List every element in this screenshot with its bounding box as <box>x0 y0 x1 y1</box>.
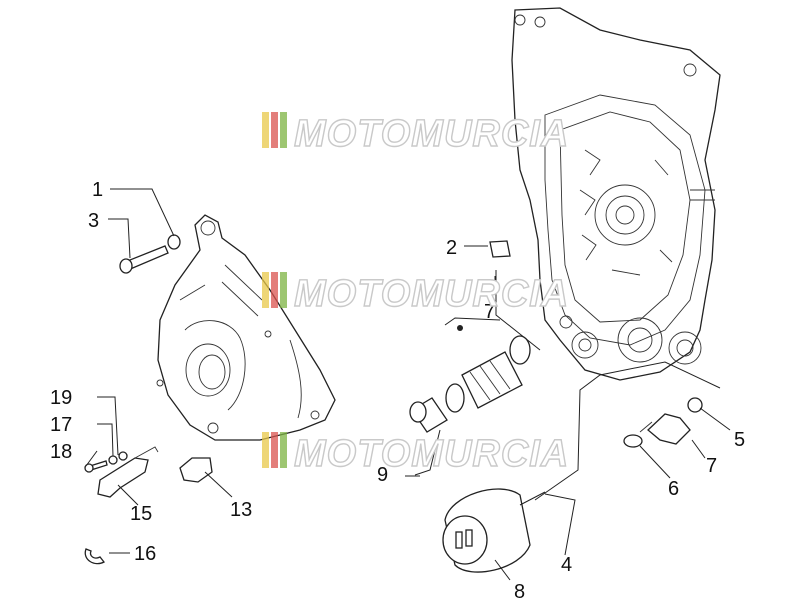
callout-4: 4 <box>561 554 572 576</box>
washer <box>167 234 181 250</box>
callout-6: 6 <box>668 478 679 500</box>
callout-3: 3 <box>88 210 99 232</box>
callout-15: 15 <box>130 503 152 525</box>
watermark-top: MOTOMURCIA <box>262 112 569 156</box>
callout-13: 13 <box>230 499 252 521</box>
watermark-bottom: MOTOMURCIA <box>262 432 569 476</box>
mounting-bolt <box>119 245 169 274</box>
nut <box>118 451 128 461</box>
callout-18: 18 <box>50 441 72 463</box>
leader-lines <box>85 188 731 581</box>
svg-text:MOTOMURCIA: MOTOMURCIA <box>294 113 569 155</box>
bullet-dot <box>457 325 463 331</box>
drain-plug <box>409 397 448 433</box>
watermark-middle: MOTOMURCIA <box>262 272 569 316</box>
svg-text:MOTOMURCIA: MOTOMURCIA <box>294 433 569 475</box>
dowel-pin <box>489 240 511 258</box>
sealing-washer <box>687 397 703 413</box>
clip-bracket <box>97 446 159 498</box>
oil-filter-cartridge <box>442 488 531 573</box>
callout-19: 19 <box>50 387 72 409</box>
filter-thread <box>519 491 546 506</box>
callout-5: 5 <box>734 429 745 451</box>
callout-1: 1 <box>92 179 103 201</box>
callout-7: 7 <box>706 455 717 477</box>
spring-washer <box>108 455 118 465</box>
o-ring-large <box>509 335 531 365</box>
pressure-sensor <box>639 413 691 445</box>
o-ring-small <box>445 383 465 413</box>
flywheel-cover <box>156 214 336 441</box>
circlip <box>84 548 105 565</box>
small-screw <box>84 460 108 473</box>
oil-filter-screen <box>461 351 523 409</box>
callout-14: 7 <box>484 301 495 323</box>
svg-text:MOTOMURCIA: MOTOMURCIA <box>294 273 569 315</box>
callout-labels: 1 3 2 7 9 13 19 17 18 15 16 5 7 6 4 8 <box>50 179 745 600</box>
hose-clamp <box>623 434 643 448</box>
callout-9: 9 <box>377 464 388 486</box>
callout-16: 16 <box>134 543 156 565</box>
callout-2: 2 <box>446 237 457 259</box>
callout-8: 8 <box>514 581 525 600</box>
callout-17: 17 <box>50 414 72 436</box>
rubber-pad <box>179 457 213 483</box>
crankcase-housing <box>511 7 721 381</box>
